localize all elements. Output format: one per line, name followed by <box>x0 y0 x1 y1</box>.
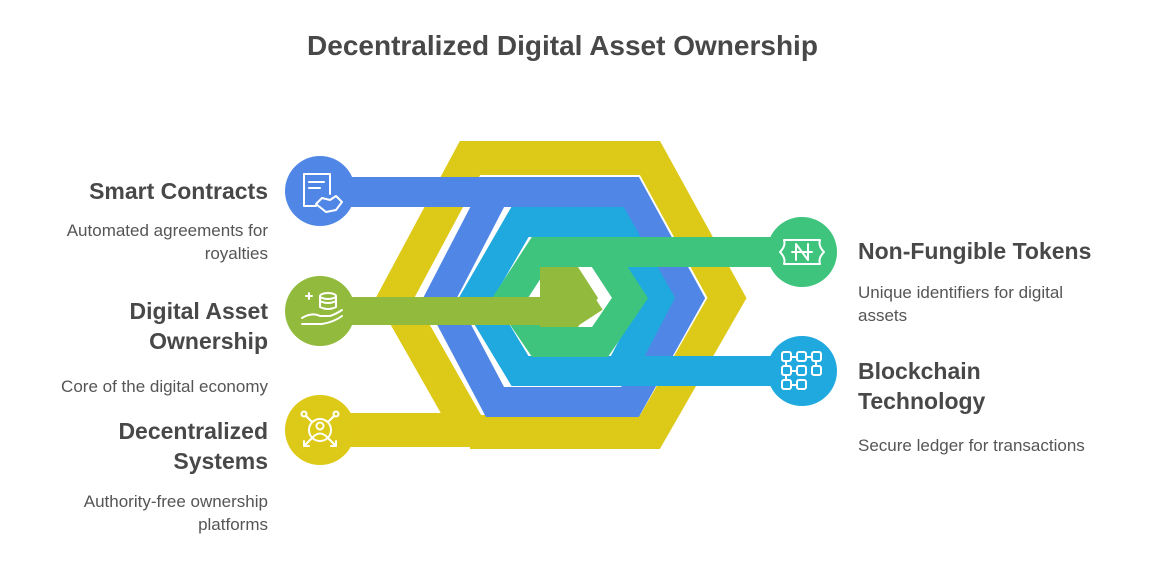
label-blockchain: Blockchain Technology <box>858 358 986 414</box>
desc-smart-contracts: Automated agreements for royalties <box>66 221 268 263</box>
blocks-chain-icon <box>781 351 822 390</box>
label-decentralized-systems: Decentralized Systems <box>118 418 268 474</box>
digital-asset-node <box>285 276 355 346</box>
label-digital-asset-ownership: Digital Asset Ownership <box>129 298 268 354</box>
diagram-title: Decentralized Digital Asset Ownership <box>307 30 818 61</box>
blockchain-node <box>767 336 837 406</box>
nft-node <box>767 217 837 287</box>
desc-decentralized-systems: Authority-free ownership platforms <box>83 492 268 534</box>
desc-digital-asset-ownership: Core of the digital economy <box>61 377 268 396</box>
token-ticket-icon <box>779 239 825 265</box>
desc-blockchain: Secure ledger for transactions <box>858 436 1085 455</box>
contract-handshake-icon <box>303 173 343 213</box>
label-nft: Non-Fungible Tokens <box>858 238 1092 264</box>
hand-database-icon <box>301 292 343 325</box>
label-smart-contracts: Smart Contracts <box>89 178 268 204</box>
network-user-icon <box>300 410 340 447</box>
decentralized-node <box>285 395 355 465</box>
green-ring <box>491 237 800 357</box>
olive-core <box>330 267 603 327</box>
smart-contracts-node <box>285 156 355 226</box>
desc-nft: Unique identifiers for digital assets <box>858 283 1064 325</box>
cyan-ring <box>458 207 800 386</box>
yellow-ring <box>330 141 747 449</box>
